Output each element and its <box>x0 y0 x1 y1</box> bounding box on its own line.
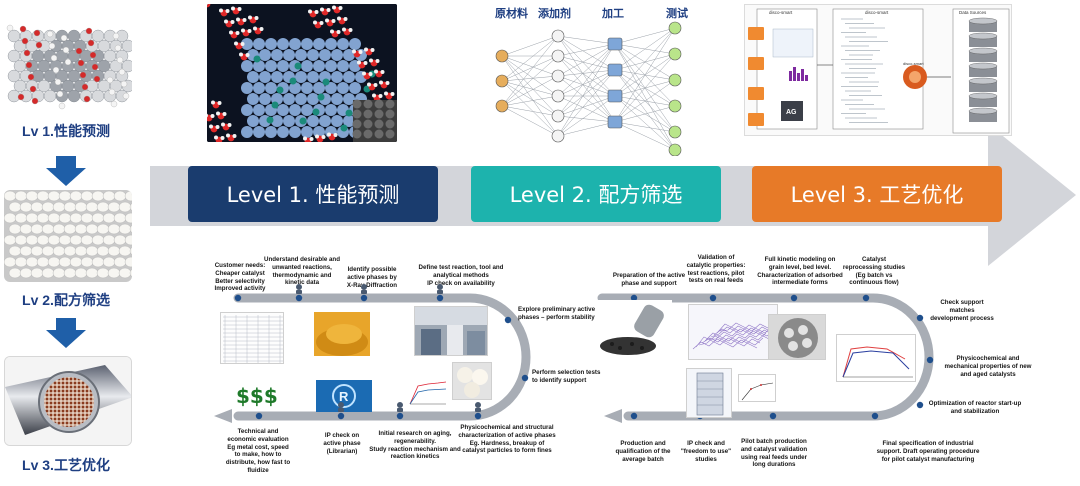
level-3-box: Level 3. 工艺优化 <box>752 166 1002 222</box>
nn-header-additives: 添加剂 <box>538 6 571 20</box>
molecular-surface-image <box>4 6 132 116</box>
arch-panel-title-2: disco-smart <box>865 10 889 15</box>
catalyst-pellets-image <box>4 190 132 282</box>
flow1-initial-research: Initial research on aging, regenerabilit… <box>369 430 461 461</box>
flow1-ip-logo-thumb: R <box>316 380 372 412</box>
arch-engine-label: disco-smart <box>903 61 925 66</box>
flow2-line-chart-thumb <box>836 334 916 382</box>
down-arrow-icon <box>46 156 86 186</box>
flow2-scatter-thumb <box>738 374 776 402</box>
flow2-pilot-batch: Pilot batch production and catalyst vali… <box>740 438 808 469</box>
flow2-ip-freedom: IP check and "freedom to use" studies <box>680 440 732 463</box>
software-architecture-image: disco-smart AG disco-smart disco-smart D… <box>744 4 1012 136</box>
molecular-simulation-image <box>207 4 397 142</box>
down-arrow-icon <box>46 318 86 348</box>
flow1-physicochemical: Physicochemical and structural character… <box>458 424 556 455</box>
flow2-granules-thumb <box>598 300 672 360</box>
flow2-physicochemical: Physicochemical and mechanical propertie… <box>944 355 1032 378</box>
nn-header-processing: 加工 <box>601 6 624 20</box>
flow1-perform-selection: Perform selection tests to identify supp… <box>532 369 601 384</box>
flow1-powder-thumb <box>314 312 370 356</box>
flow2-check-support: Check support matches development proces… <box>930 299 994 322</box>
svg-text:R: R <box>339 389 349 404</box>
arch-panel-title-3: Data Sources <box>959 10 987 15</box>
flow1-explore-phases: Explore preliminary active phases – perf… <box>518 306 596 321</box>
flow2-validation: Validation of catalytic properties: test… <box>686 254 746 285</box>
level-1-box: Level 1. 性能预测 <box>188 166 438 222</box>
level-2-box: Level 2. 配方筛选 <box>471 166 721 222</box>
flow2-reprocessing: Catalyst reprocessing studies (Eg batch … <box>842 256 906 287</box>
flow2-production: Production and qualification of the aver… <box>615 440 671 463</box>
flow1-spreadsheet-thumb <box>220 312 284 364</box>
lv3-label: Lv 3.工艺优化 <box>22 457 110 473</box>
flow1-dollar-icon: $$$ <box>236 384 278 408</box>
lv1-label: Lv 1.性能预测 <box>22 123 110 139</box>
flow1-identify-phases: Identify possible active phases by X-Ray… <box>346 266 398 289</box>
flow2-3d-chart-thumb <box>688 304 778 360</box>
flow2-reactor-thumb <box>686 368 732 418</box>
flow1-understand-reactions: Understand desirable and unwanted reacti… <box>264 256 340 287</box>
arch-panel-title-1: disco-smart <box>769 10 793 15</box>
flow1-chart-thumb <box>408 374 448 406</box>
flow2-particle-thumb <box>768 314 826 360</box>
flow1-technical-evaluation: Technical and economic evaluation Eg met… <box>225 428 291 474</box>
flow1-customer-needs: Customer needs: Cheaper catalyst Better … <box>214 262 266 293</box>
flow2-preparation: Preparation of the active phase and supp… <box>612 272 686 287</box>
neural-network-diagram: 原材料 添加剂 加工 测试 <box>480 4 710 157</box>
flow1-pellets-thumb <box>452 362 492 400</box>
flow1-lab-thumb <box>414 306 488 356</box>
flow1-ip-check: IP check on active phase (Librarian) <box>323 432 361 455</box>
flow2-final-spec: Final specification of industrial suppor… <box>876 440 980 463</box>
honeycomb-converter-image <box>4 356 132 446</box>
flow2-optimization: Optimization of reactor start-up and sta… <box>928 400 1022 415</box>
arch-ag-label: AG <box>786 109 797 116</box>
flow2-kinetic-modeling: Full kinetic modeling on grain level, be… <box>757 256 843 287</box>
nn-header-raw-materials: 原材料 <box>495 6 528 20</box>
nn-header-testing: 测试 <box>666 6 688 20</box>
flow1-define-test: Define test reaction, tool and analytica… <box>418 264 504 287</box>
lv2-label: Lv 2.配方筛选 <box>22 292 110 308</box>
